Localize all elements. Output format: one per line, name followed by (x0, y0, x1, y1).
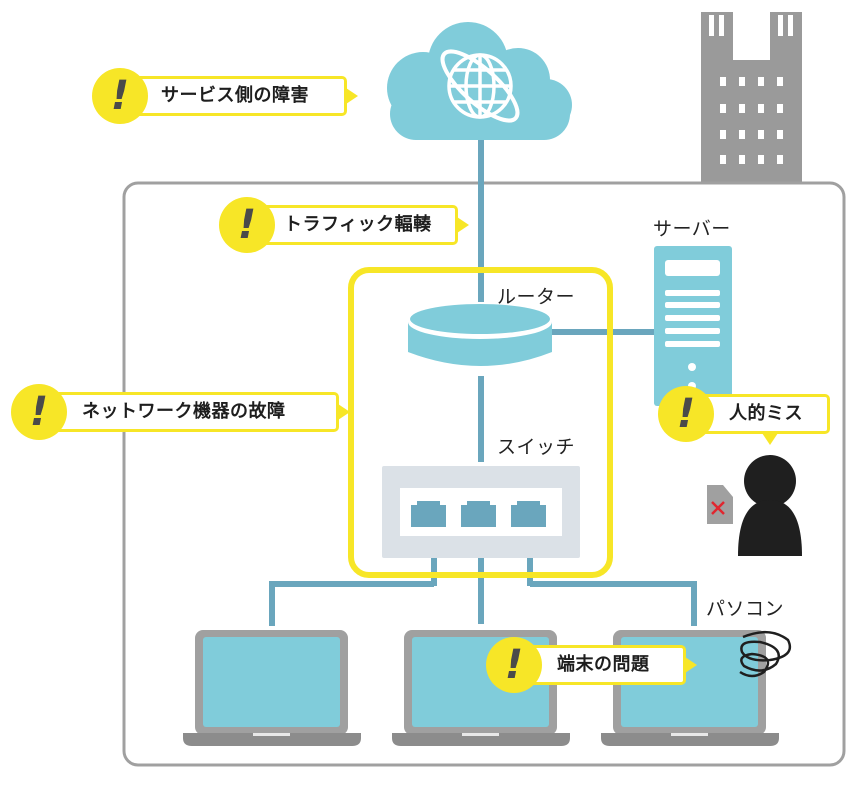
callout-traffic-congestion: トラフィック輻輳 ! (219, 197, 479, 253)
building-window (720, 130, 726, 139)
warning-icon: ! (219, 197, 275, 253)
callout-pointer (338, 404, 350, 420)
building-window (720, 104, 726, 113)
pc-label: パソコン (706, 598, 785, 620)
router-icon (408, 304, 552, 366)
callout-text: 人的ミス (729, 403, 803, 424)
callout-terminal-problem: 端末の問題 ! (486, 637, 706, 693)
building-window (758, 130, 764, 139)
building-window (777, 77, 783, 86)
callout-text: ネットワーク機器の故障 (82, 401, 286, 422)
switch-label: スイッチ (497, 436, 576, 458)
warning-icon: ! (658, 386, 714, 442)
router-label: ルーター (497, 286, 576, 308)
person-icon (738, 455, 802, 556)
cloud-icon (387, 22, 572, 140)
building-window (739, 77, 745, 86)
building-window (758, 104, 764, 113)
confusion-scribble-icon (739, 631, 792, 678)
callout-pointer (685, 657, 697, 673)
callout-pointer (346, 88, 358, 104)
building-window (739, 130, 745, 139)
laptop-icon-1 (183, 630, 361, 746)
switch-icon (382, 466, 580, 558)
building-window (720, 155, 726, 164)
switch-ports (411, 501, 546, 527)
callout-network-device-failure: ネットワーク機器の故障 ! (11, 384, 351, 440)
callout-text: トラフィック輻輳 (284, 214, 432, 235)
network-cables (269, 140, 697, 626)
building-window (758, 155, 764, 164)
callout-pointer (762, 433, 778, 445)
building-window (758, 77, 764, 86)
callout-text: 端末の問題 (557, 654, 650, 675)
warning-icon: ! (11, 384, 67, 440)
server-label: サーバー (653, 218, 731, 240)
building-window (777, 155, 783, 164)
callout-human-error: 人的ミス ! (658, 386, 838, 445)
building-window (720, 77, 726, 86)
callout-pointer (457, 217, 469, 233)
warning-icon: ! (92, 68, 148, 124)
network-devices-highlight (348, 267, 613, 578)
building-icon (701, 12, 802, 183)
building-window (739, 104, 745, 113)
building-window (739, 155, 745, 164)
globe-icon (440, 49, 520, 123)
building-window (777, 104, 783, 113)
callout-service-failure: サービス側の障害 ! (92, 68, 382, 124)
error-document-icon (707, 485, 733, 524)
callout-text: サービス側の障害 (161, 85, 309, 106)
server-icon (654, 246, 732, 406)
building-window (777, 130, 783, 139)
warning-icon: ! (486, 637, 542, 693)
